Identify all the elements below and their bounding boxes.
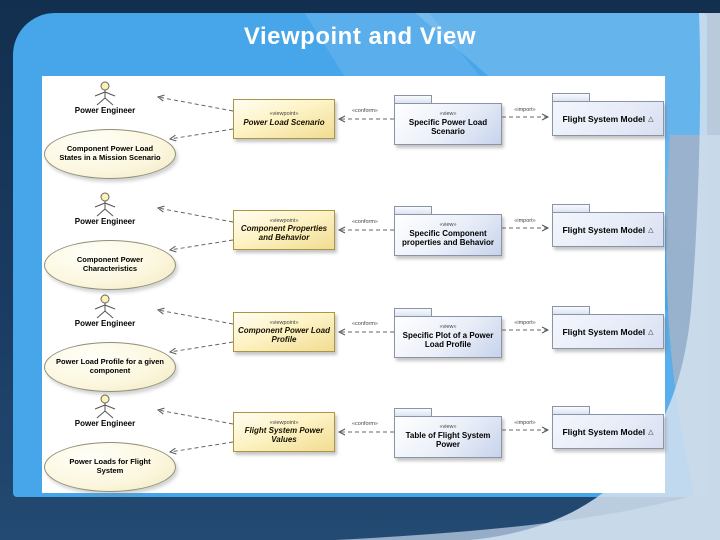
viewpoint-name: Flight System Power Values xyxy=(244,426,324,445)
viewpoint-stereotype: «viewpoint» xyxy=(269,419,299,426)
slide-title: Viewpoint and View xyxy=(243,23,477,50)
conform-label: «conform» xyxy=(352,108,378,114)
view-stereotype: «view» xyxy=(439,222,457,229)
actor-figure xyxy=(82,394,128,420)
diagram-canvas: Power Engineer Component Power Load Stat… xyxy=(42,76,665,493)
view-stereotype: «view» xyxy=(439,324,457,331)
import-label: «import» xyxy=(514,107,536,113)
viewpoint-name: Component Power Load Profile xyxy=(238,326,330,345)
concern-ellipse: Component Power Load States in a Mission… xyxy=(44,129,176,179)
viewpoint-box: «viewpoint» Flight System Power Values xyxy=(233,412,335,452)
import-label: «import» xyxy=(514,218,536,224)
viewpoint-box: «viewpoint» Component Properties and Beh… xyxy=(233,210,335,250)
model-package: Flight System Model △ xyxy=(552,306,664,349)
viewpoint-stereotype: «viewpoint» xyxy=(269,217,299,224)
actor-figure xyxy=(82,81,128,107)
view-stereotype: «view» xyxy=(439,111,457,118)
package-tab xyxy=(552,93,590,101)
view-name: Table of Flight System Power xyxy=(405,430,491,450)
model-package: Flight System Model △ xyxy=(552,204,664,247)
actor-label: Power Engineer xyxy=(74,106,136,115)
actor-figure xyxy=(82,192,128,218)
view-package: «view» Specific Component properties and… xyxy=(394,206,502,256)
package-tab xyxy=(394,308,432,316)
diagram-row: Power Engineer Component Power Load Stat… xyxy=(42,81,665,181)
model-triangle-icon: △ xyxy=(648,115,654,123)
viewpoint-name: Component Properties and Behavior xyxy=(240,224,328,243)
concern-text: Component Power Load States in a Mission… xyxy=(59,144,161,162)
model-package: Flight System Model △ xyxy=(552,93,664,136)
model-triangle-icon: △ xyxy=(648,226,654,234)
package-tab xyxy=(394,206,432,214)
viewpoint-box: «viewpoint» Component Power Load Profile xyxy=(233,312,335,352)
package-tab xyxy=(552,406,590,414)
viewpoint-stereotype: «viewpoint» xyxy=(269,111,299,118)
actor-label: Power Engineer xyxy=(74,217,136,226)
actor-label: Power Engineer xyxy=(74,319,136,328)
conform-label: «conform» xyxy=(352,219,378,225)
concern-ellipse: Power Load Profile for a given component xyxy=(44,342,176,392)
diagram-row: Power Engineer Power Load Profile for a … xyxy=(42,294,665,394)
model-package: Flight System Model △ xyxy=(552,406,664,449)
actor-figure xyxy=(82,294,128,320)
conform-label: «conform» xyxy=(352,421,378,427)
import-label: «import» xyxy=(514,420,536,426)
model-triangle-icon: △ xyxy=(648,328,654,336)
model-name: Flight System Model xyxy=(562,113,646,124)
view-name: Specific Plot of a Power Load Profile xyxy=(402,330,494,350)
conform-label: «conform» xyxy=(352,321,378,327)
import-label: «import» xyxy=(514,320,536,326)
viewpoint-box: «viewpoint» Power Load Scenario xyxy=(233,99,335,139)
model-name: Flight System Model xyxy=(562,326,646,337)
diagram-row: Power Engineer Power Loads for Flight Sy… xyxy=(42,394,665,494)
viewpoint-name: Power Load Scenario xyxy=(243,117,325,127)
package-tab xyxy=(552,204,590,212)
viewpoint-stereotype: «viewpoint» xyxy=(269,319,299,326)
model-triangle-icon: △ xyxy=(648,428,654,436)
actor-label: Power Engineer xyxy=(74,419,136,428)
view-package: «view» Table of Flight System Power xyxy=(394,408,502,458)
view-package: «view» Specific Plot of a Power Load Pro… xyxy=(394,308,502,358)
view-stereotype: «view» xyxy=(439,424,457,431)
model-name: Flight System Model xyxy=(562,426,646,437)
concern-ellipse: Power Loads for Flight System xyxy=(44,442,176,492)
concern-text: Power Load Profile for a given component xyxy=(56,357,164,375)
package-tab xyxy=(394,95,432,103)
concern-ellipse: Component Power Characteristics xyxy=(44,240,176,290)
view-name: Specific Component properties and Behavi… xyxy=(401,228,495,248)
concern-text: Component Power Characteristics xyxy=(76,255,144,273)
view-package: «view» Specific Power Load Scenario xyxy=(394,95,502,145)
model-name: Flight System Model xyxy=(562,224,646,235)
diagram-row: Power Engineer Component Power Character… xyxy=(42,192,665,292)
concern-text: Power Loads for Flight System xyxy=(69,457,151,475)
package-tab xyxy=(394,408,432,416)
view-name: Specific Power Load Scenario xyxy=(408,117,488,137)
package-tab xyxy=(552,306,590,314)
